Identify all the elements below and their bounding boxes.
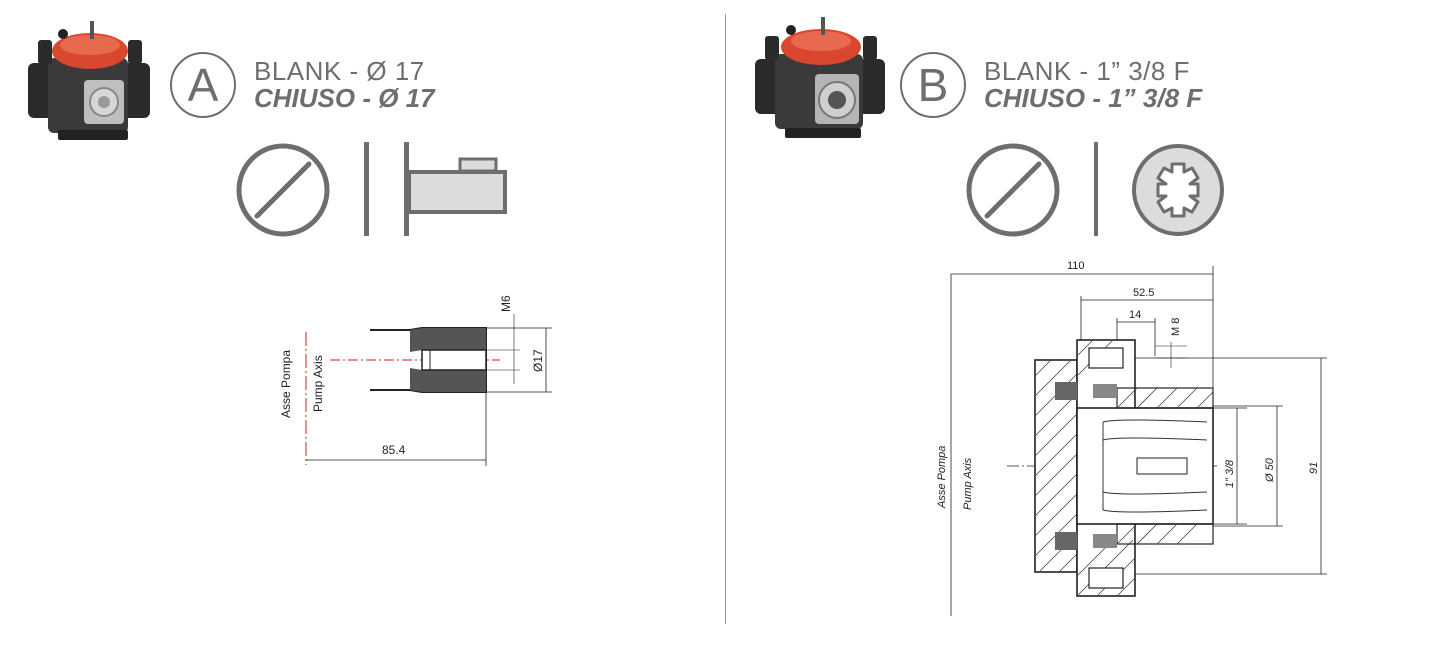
option-letter-badge: A [170, 52, 236, 118]
splined-hole-icon [1132, 144, 1224, 236]
dim-thread-depth: 14 [1129, 309, 1141, 321]
blank-cap-icon [364, 142, 507, 236]
title-italian: CHIUSO - 1” 3/8 F [984, 83, 1203, 113]
dim-total-length: 110 [1067, 260, 1085, 272]
option-title: BLANK - 1” 3/8 F CHIUSO - 1” 3/8 F [984, 58, 1202, 111]
option-letter-badge: B [900, 52, 966, 118]
dim-bore: Ø 50 [1264, 457, 1276, 483]
thread-label-m6: M6 [499, 295, 513, 312]
axis-label-english: Pump Axis [962, 457, 974, 510]
title-english: BLANK - Ø 17 [254, 56, 425, 86]
axis-label-italian: Asse Pompa [279, 350, 293, 418]
axis-label-english: Pump Axis [311, 355, 325, 412]
length-label: 85.4 [382, 443, 406, 457]
option-title: BLANK - Ø 17 CHIUSO - Ø 17 [254, 58, 435, 111]
option-a-panel: A BLANK - Ø 17 CHIUSO - Ø 17 Asse Pompa … [28, 21, 552, 466]
cap-technical-drawing: Asse Pompa Pump Axis M6 Ø17 85.4 [279, 295, 552, 466]
splined-technical-drawing: 110 52.5 14 M 8 Asse Pompa Pump Axis [936, 260, 1327, 616]
no-shaft-icon [236, 143, 330, 237]
dim-flange: 91 [1308, 462, 1320, 474]
spline-label: 1” 3/8 [1224, 459, 1236, 488]
thread-label-m8: M 8 [1170, 318, 1182, 336]
no-shaft-icon [966, 143, 1060, 237]
title-italian: CHIUSO - Ø 17 [254, 83, 435, 113]
option-b-panel: B BLANK - 1” 3/8 F CHIUSO - 1” 3/8 F 110… [727, 0, 1445, 662]
pump-photo-a [28, 21, 150, 140]
pump-photo-b [755, 17, 885, 138]
dim-hub-length: 52.5 [1133, 287, 1154, 299]
splined-hole-divider [1094, 142, 1098, 236]
panel-divider [725, 14, 726, 624]
axis-label-italian: Asse Pompa [936, 446, 948, 509]
diameter-label: Ø17 [531, 349, 545, 372]
title-english: BLANK - 1” 3/8 F [984, 56, 1190, 86]
